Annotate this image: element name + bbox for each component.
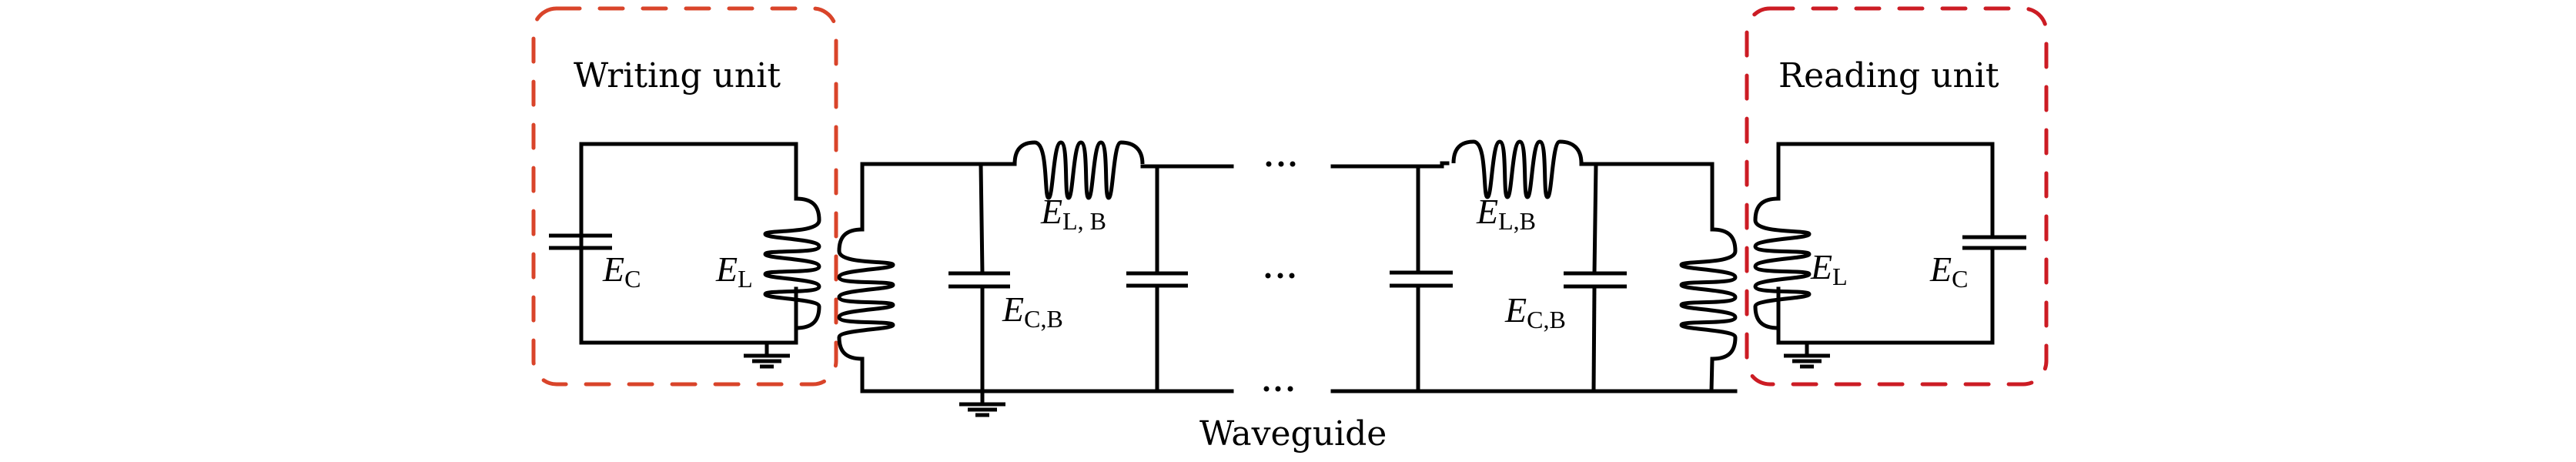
waveguide-capacitor-label-1: EC,B bbox=[1002, 290, 1063, 333]
reading-unit-border bbox=[1745, 6, 2049, 387]
reading-unit: Reading unit EL EC bbox=[1745, 6, 2049, 387]
reading-unit-capacitor bbox=[1962, 235, 2026, 250]
waveguide-left-coupling-inductor bbox=[839, 229, 893, 359]
waveguide-capacitor-2 bbox=[1126, 164, 1188, 393]
writing-unit: Writing unit EC EL bbox=[531, 6, 838, 387]
ellipsis-top bbox=[1266, 161, 1296, 167]
waveguide-left-top-wire bbox=[860, 162, 1002, 232]
ground-icon bbox=[744, 343, 790, 367]
reading-unit-title: Reading unit bbox=[1778, 56, 1999, 95]
reading-unit-bottom-wire bbox=[1776, 246, 1995, 345]
reading-unit-top-wire bbox=[1776, 142, 1995, 239]
waveguide-series-inductor-1 bbox=[1015, 142, 1142, 198]
waveguide-title: Waveguide bbox=[1199, 414, 1387, 454]
ellipsis-bottom bbox=[1263, 386, 1293, 392]
ground-icon bbox=[959, 392, 1005, 415]
reading-unit-capacitor-label: EC bbox=[1929, 249, 1968, 293]
waveguide-right-coupling-inductor bbox=[1681, 229, 1735, 359]
waveguide-capacitor-3 bbox=[1390, 164, 1453, 393]
writing-unit-capacitor bbox=[549, 142, 612, 345]
writing-unit-inductor-label: EL bbox=[715, 249, 753, 293]
waveguide-capacitor-1 bbox=[948, 162, 1010, 393]
writing-unit-top-wire bbox=[579, 142, 798, 268]
ellipsis-middle bbox=[1265, 273, 1295, 279]
waveguide-top-wire-3 bbox=[1579, 161, 1715, 232]
waveguide-inductor-label-2: EL,B bbox=[1476, 192, 1536, 235]
waveguide-capacitor-4 bbox=[1564, 162, 1627, 393]
waveguide-series-inductor-2 bbox=[1454, 142, 1581, 197]
ground-icon bbox=[1784, 343, 1830, 367]
waveguide-inductor-label-1: EL, B bbox=[1040, 192, 1106, 235]
waveguide: EL, B EC,B EL,B EC, bbox=[839, 142, 1738, 454]
writing-unit-inductor bbox=[765, 199, 819, 328]
waveguide-capacitor-label-2: EC,B bbox=[1504, 290, 1566, 333]
waveguide-top-wire-2 bbox=[1330, 161, 1450, 169]
waveguide-left-bottom-wire bbox=[860, 357, 1234, 393]
writing-unit-border bbox=[531, 6, 838, 387]
writing-unit-capacitor-label: EC bbox=[602, 249, 641, 293]
writing-unit-title: Writing unit bbox=[574, 56, 781, 95]
reading-unit-inductor-label: EL bbox=[1810, 247, 1848, 290]
reading-unit-inductor bbox=[1755, 199, 1809, 328]
